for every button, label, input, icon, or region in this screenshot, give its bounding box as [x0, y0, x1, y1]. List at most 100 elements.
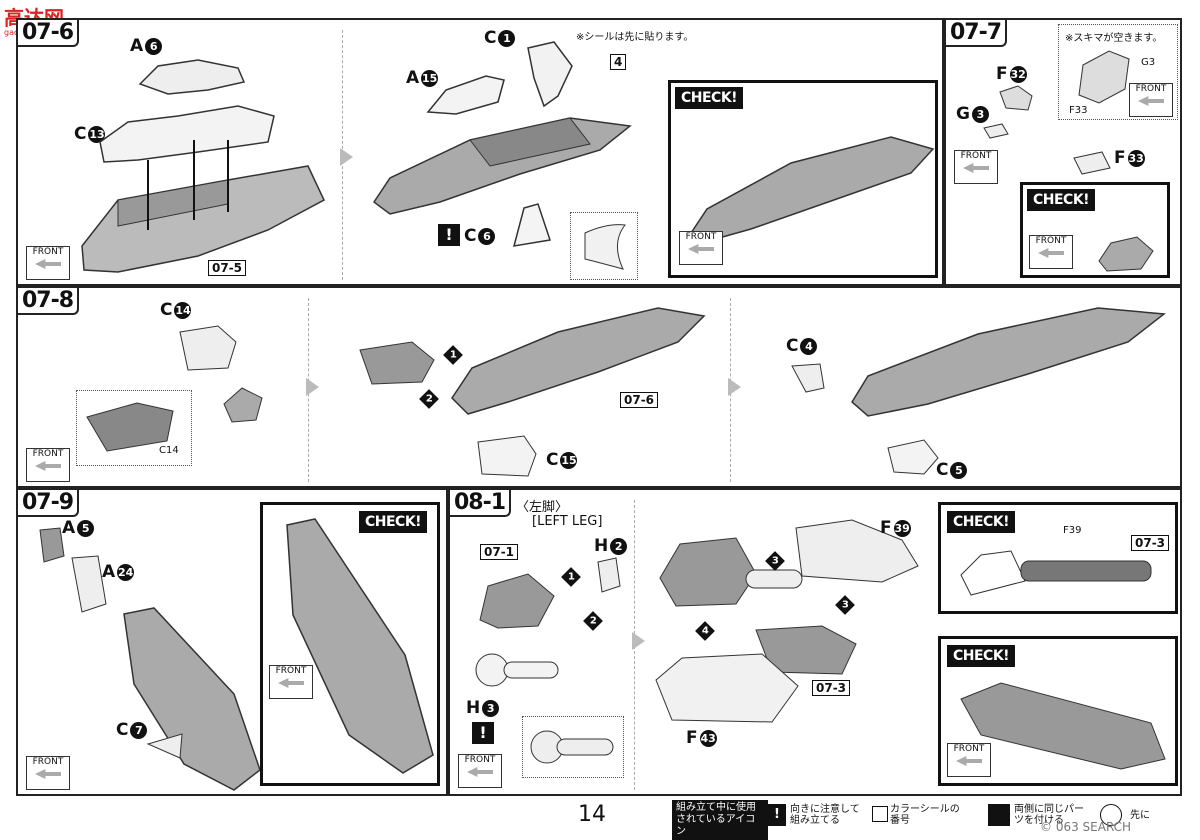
page-number: 14	[578, 802, 606, 827]
icon-legend-title: 組み立て中に使用されているアイコン	[672, 800, 768, 840]
flow-arrow	[340, 148, 353, 166]
part-h3-shape	[475, 653, 559, 687]
part-c14-shape	[359, 341, 435, 385]
part-body-shape	[451, 307, 706, 415]
part-c5-shape	[887, 439, 939, 475]
ref-box: 07-3	[812, 680, 851, 696]
part-assembly-shape	[1098, 236, 1154, 272]
inset-label-c14: C14	[159, 445, 179, 456]
front-indicator: FRONT	[947, 743, 991, 777]
gap-note: ※スキマが空きます。	[1065, 33, 1163, 44]
sequence-marker: 2	[583, 611, 603, 631]
part-c4-shape	[791, 363, 825, 393]
part-f43-shape	[655, 653, 799, 723]
part-joint-shape	[479, 573, 555, 629]
part-assembly-shape	[960, 550, 1152, 596]
legend-sticker-text: カラーシールの番号	[890, 804, 960, 826]
flow-arrow	[306, 378, 319, 396]
part-a6-shape	[138, 59, 246, 95]
sequence-marker: 1	[561, 567, 581, 587]
inset-label-g3: G3	[1141, 57, 1156, 68]
flow-arrow	[632, 632, 645, 650]
part-h2-shape	[597, 557, 621, 593]
step-number: 07-9	[18, 490, 80, 517]
ref-box: 07-6	[620, 392, 659, 408]
part-assembly-shape	[1078, 50, 1130, 104]
front-indicator: FRONT	[269, 665, 313, 699]
front-indicator: FRONT	[1129, 83, 1173, 117]
detail-inset: ※スキマが空きます。 G3 F33 FRONT	[1058, 24, 1178, 120]
part-c6-shape	[512, 203, 551, 247]
front-indicator: FRONT	[679, 231, 723, 265]
first-icon	[1100, 804, 1122, 826]
check-box: CHECK! FRONT	[938, 636, 1178, 786]
sticker-note: ※シールは先に貼ります。	[576, 32, 694, 43]
check-box: CHECK! FRONT	[668, 80, 938, 278]
part-c6-detail-shape	[584, 224, 626, 270]
front-indicator: FRONT	[1029, 235, 1073, 269]
part-g3-shape	[983, 123, 1009, 139]
part-joint-shape	[223, 387, 263, 423]
warning-icon: !	[768, 804, 786, 826]
step-number: 07-8	[18, 288, 80, 315]
sequence-marker: 3	[835, 595, 855, 615]
step-number: 08-1	[450, 490, 512, 517]
step-number: 07-6	[18, 20, 80, 47]
mirror-icon	[988, 804, 1010, 826]
part-body-shape	[123, 607, 261, 791]
check-label: CHECK!	[675, 87, 744, 109]
legend-first-text: 先に	[1130, 810, 1150, 821]
part-c13-shape	[99, 105, 275, 163]
flow-arrow	[728, 378, 741, 396]
ref-box: 07-5	[208, 260, 247, 276]
leg-label-en: [LEFT LEG]	[532, 514, 603, 529]
legend-mirror-text: 両側に同じパーツを付ける	[1014, 804, 1084, 826]
part-f32-shape	[999, 85, 1033, 111]
detail-inset	[570, 212, 638, 280]
part-c15-shape	[477, 435, 537, 477]
part-body-shape	[690, 136, 935, 244]
check-label: CHECK!	[359, 511, 428, 533]
front-indicator: FRONT	[26, 756, 70, 790]
detail-inset	[522, 716, 624, 778]
leg-label-jp: 〈左脚〉	[516, 500, 569, 515]
part-a5-shape	[39, 527, 65, 563]
check-label: CHECK!	[947, 645, 1016, 667]
part-a15-shape	[426, 75, 505, 115]
part-joint-shape	[659, 537, 803, 607]
front-indicator: FRONT	[458, 754, 502, 788]
sequence-marker: 2	[419, 389, 439, 409]
front-indicator: FRONT	[26, 246, 70, 280]
check-box: CHECK! FRONT	[260, 502, 440, 786]
check-label: CHECK!	[1027, 189, 1096, 211]
ref-box: 07-3	[1131, 535, 1170, 551]
part-c7-shape	[146, 733, 183, 759]
source-watermark: © 063 SEARCH	[1040, 820, 1132, 834]
check-box: CHECK! FRONT	[1020, 182, 1170, 278]
sticker-icon	[872, 806, 888, 822]
check-box: CHECK! F39 07-3	[938, 502, 1178, 614]
inset-label-f39: F39	[1063, 525, 1082, 536]
ref-box: 07-1	[480, 544, 519, 560]
step-number: 07-7	[946, 20, 1008, 47]
legend-orientation-text: 向きに注意して組み立てる	[790, 804, 860, 826]
part-a24-shape	[71, 555, 107, 613]
inset-label-f33: F33	[1069, 105, 1088, 116]
part-f39-shape	[795, 519, 919, 583]
detail-inset: C14	[76, 390, 192, 466]
